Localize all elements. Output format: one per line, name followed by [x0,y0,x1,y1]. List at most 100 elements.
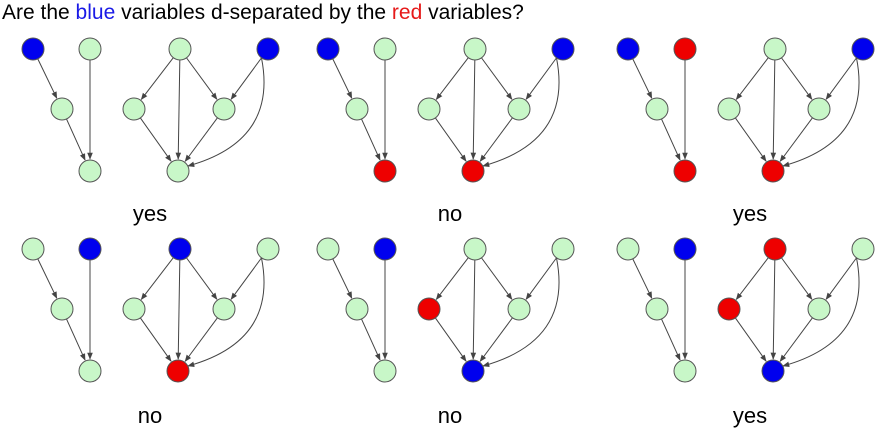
edge-F-H [734,117,767,162]
node-A [616,237,640,261]
node-E [50,297,74,321]
edge-E-G [361,318,381,361]
node-G [673,159,697,183]
edge-C-I [781,257,813,300]
edge-C-F [140,257,174,301]
node-H [166,159,190,183]
title-after: variables? [422,1,524,24]
node-B [673,37,697,61]
node-B [78,237,102,261]
node-A [316,37,340,61]
edge-F-H [434,317,467,362]
panel-4: no [21,237,280,428]
edge-C-H [770,59,777,160]
edge-C-H [175,59,182,160]
edge-E-G [66,118,86,161]
node-B [78,37,102,61]
edge-C-F [435,57,469,101]
edge-C-H [470,259,477,360]
node-A [21,237,45,261]
edge-I-H [779,317,813,362]
edge-C-I [481,57,513,100]
node-A [616,37,640,61]
node-E [345,97,369,121]
node-I [807,97,831,121]
edge-D-H [782,57,860,168]
node-D [551,37,575,61]
node-H [166,359,190,383]
edge-D-H [187,257,265,368]
answer-label: no [438,201,462,226]
node-I [212,97,236,121]
title-blue-word: blue [75,1,116,24]
node-F [417,97,441,121]
edge-C-F [435,257,469,301]
node-G [373,159,397,183]
edge-C-F [735,57,769,101]
edge-E-G [361,118,381,161]
edge-I-H [184,117,218,162]
title-red-word: red [391,1,423,24]
edge-C-I [481,257,513,300]
node-F [417,297,441,321]
edge-D-H [187,57,265,168]
answer-label: no [138,403,162,428]
edge-C-F [735,257,769,301]
edge-F-H [139,117,172,162]
edge-I-H [779,117,813,162]
edge-A-E [332,258,353,299]
answer-label: yes [733,201,767,226]
node-A [21,37,45,61]
edge-C-H [470,59,477,160]
edge-C-I [186,57,218,100]
node-B [673,237,697,261]
node-H [761,359,785,383]
node-D [851,237,875,261]
node-C [763,237,787,261]
panel-2: no [316,37,575,226]
node-C [168,237,192,261]
node-H [461,159,485,183]
node-D [256,237,280,261]
panel-3: yes [616,37,875,226]
edge-D-I [230,57,262,100]
node-I [212,297,236,321]
edge-A-E [332,58,353,99]
node-B [373,237,397,261]
title-middle: variables d-separated by the [115,1,392,24]
edge-D-I [825,257,857,300]
node-G [78,359,102,383]
edge-D-H [782,257,860,368]
edge-C-I [781,57,813,100]
edge-D-I [525,57,557,100]
node-E [50,97,74,121]
node-D [551,237,575,261]
node-C [463,37,487,61]
edge-F-H [734,317,767,362]
node-E [645,97,669,121]
edge-I-H [479,317,513,362]
node-D [256,37,280,61]
edge-I-H [479,117,513,162]
node-F [122,97,146,121]
edge-I-H [184,317,218,362]
edge-A-E [37,258,58,299]
node-H [461,359,485,383]
question-title: Are the blue variables d-separated by th… [2,1,524,25]
node-G [78,159,102,183]
answer-label: yes [133,201,167,226]
edge-A-E [632,258,653,299]
edge-C-H [770,259,777,360]
panel-5: no [316,237,575,428]
edge-F-H [139,317,172,362]
node-C [463,237,487,261]
edge-C-H [175,259,182,360]
edge-D-I [230,257,262,300]
node-F [122,297,146,321]
answer-label: yes [733,403,767,428]
node-E [345,297,369,321]
node-D [851,37,875,61]
node-F [717,297,741,321]
edge-D-H [482,57,560,168]
